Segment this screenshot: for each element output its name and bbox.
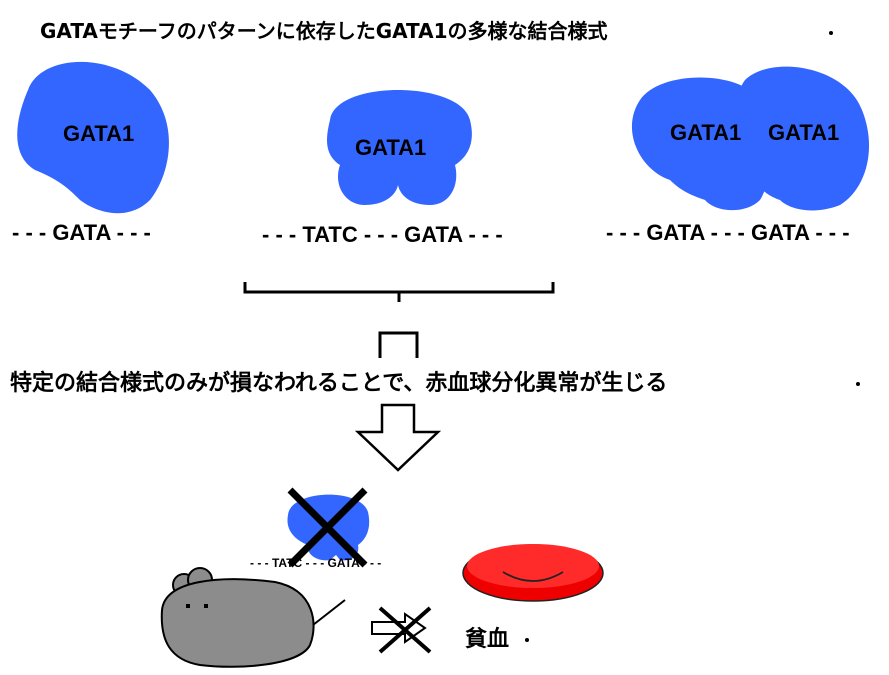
mouse-icon	[160, 567, 346, 668]
gata1-protein-shape-right	[735, 66, 870, 211]
motif-single-gata: - - - GATA - - -	[12, 220, 151, 245]
red-blood-cell	[462, 544, 604, 602]
gata1-protein-shape	[327, 90, 472, 205]
protein-palindrome-binding: GATA1	[327, 90, 472, 205]
title-dot	[829, 31, 833, 35]
anemia-label: 貧血	[465, 626, 509, 652]
small-arrow-icon	[378, 331, 419, 358]
mouse-eye	[186, 604, 190, 608]
cross-icon	[287, 487, 368, 568]
mouse-tail	[312, 599, 346, 626]
blocked-arrow	[371, 606, 432, 654]
mouse-eye	[204, 604, 208, 608]
down-arrow-icon	[354, 403, 442, 472]
diagram-title: GATAモチーフのパターンに依存したGATA1の多様な結合様式	[40, 19, 608, 43]
cross-icon	[378, 606, 432, 654]
protein-single-binding: GATA1	[17, 61, 169, 214]
conclusion-text: 特定の結合様式のみが損なわれることで、赤血球分化異常が生じる	[10, 370, 667, 396]
lost-binding-panel: - - - TATC - - - GATA - - -	[250, 487, 381, 570]
anemia-dot	[525, 638, 529, 642]
gata1-label-3b: GATA1	[768, 120, 839, 145]
gata1-label-2: GATA1	[355, 135, 426, 160]
rbc-dimple	[502, 571, 564, 582]
gata1-label-1: GATA1	[63, 121, 134, 146]
protein-tandem-binding: GATA1 GATA1	[631, 66, 870, 211]
bracket	[243, 282, 555, 302]
bottom-motif: - - - TATC - - - GATA - - -	[250, 556, 381, 570]
motif-tandem: - - - GATA - - - GATA - - -	[606, 220, 850, 245]
gata1-label-3a: GATA1	[670, 120, 741, 145]
motif-palindrome: - - - TATC - - - GATA - - -	[262, 222, 503, 247]
mouse-body	[160, 578, 315, 668]
gata1-protein-shape	[17, 61, 169, 214]
conclusion-dot	[856, 382, 860, 386]
rbc-highlight	[467, 544, 599, 588]
